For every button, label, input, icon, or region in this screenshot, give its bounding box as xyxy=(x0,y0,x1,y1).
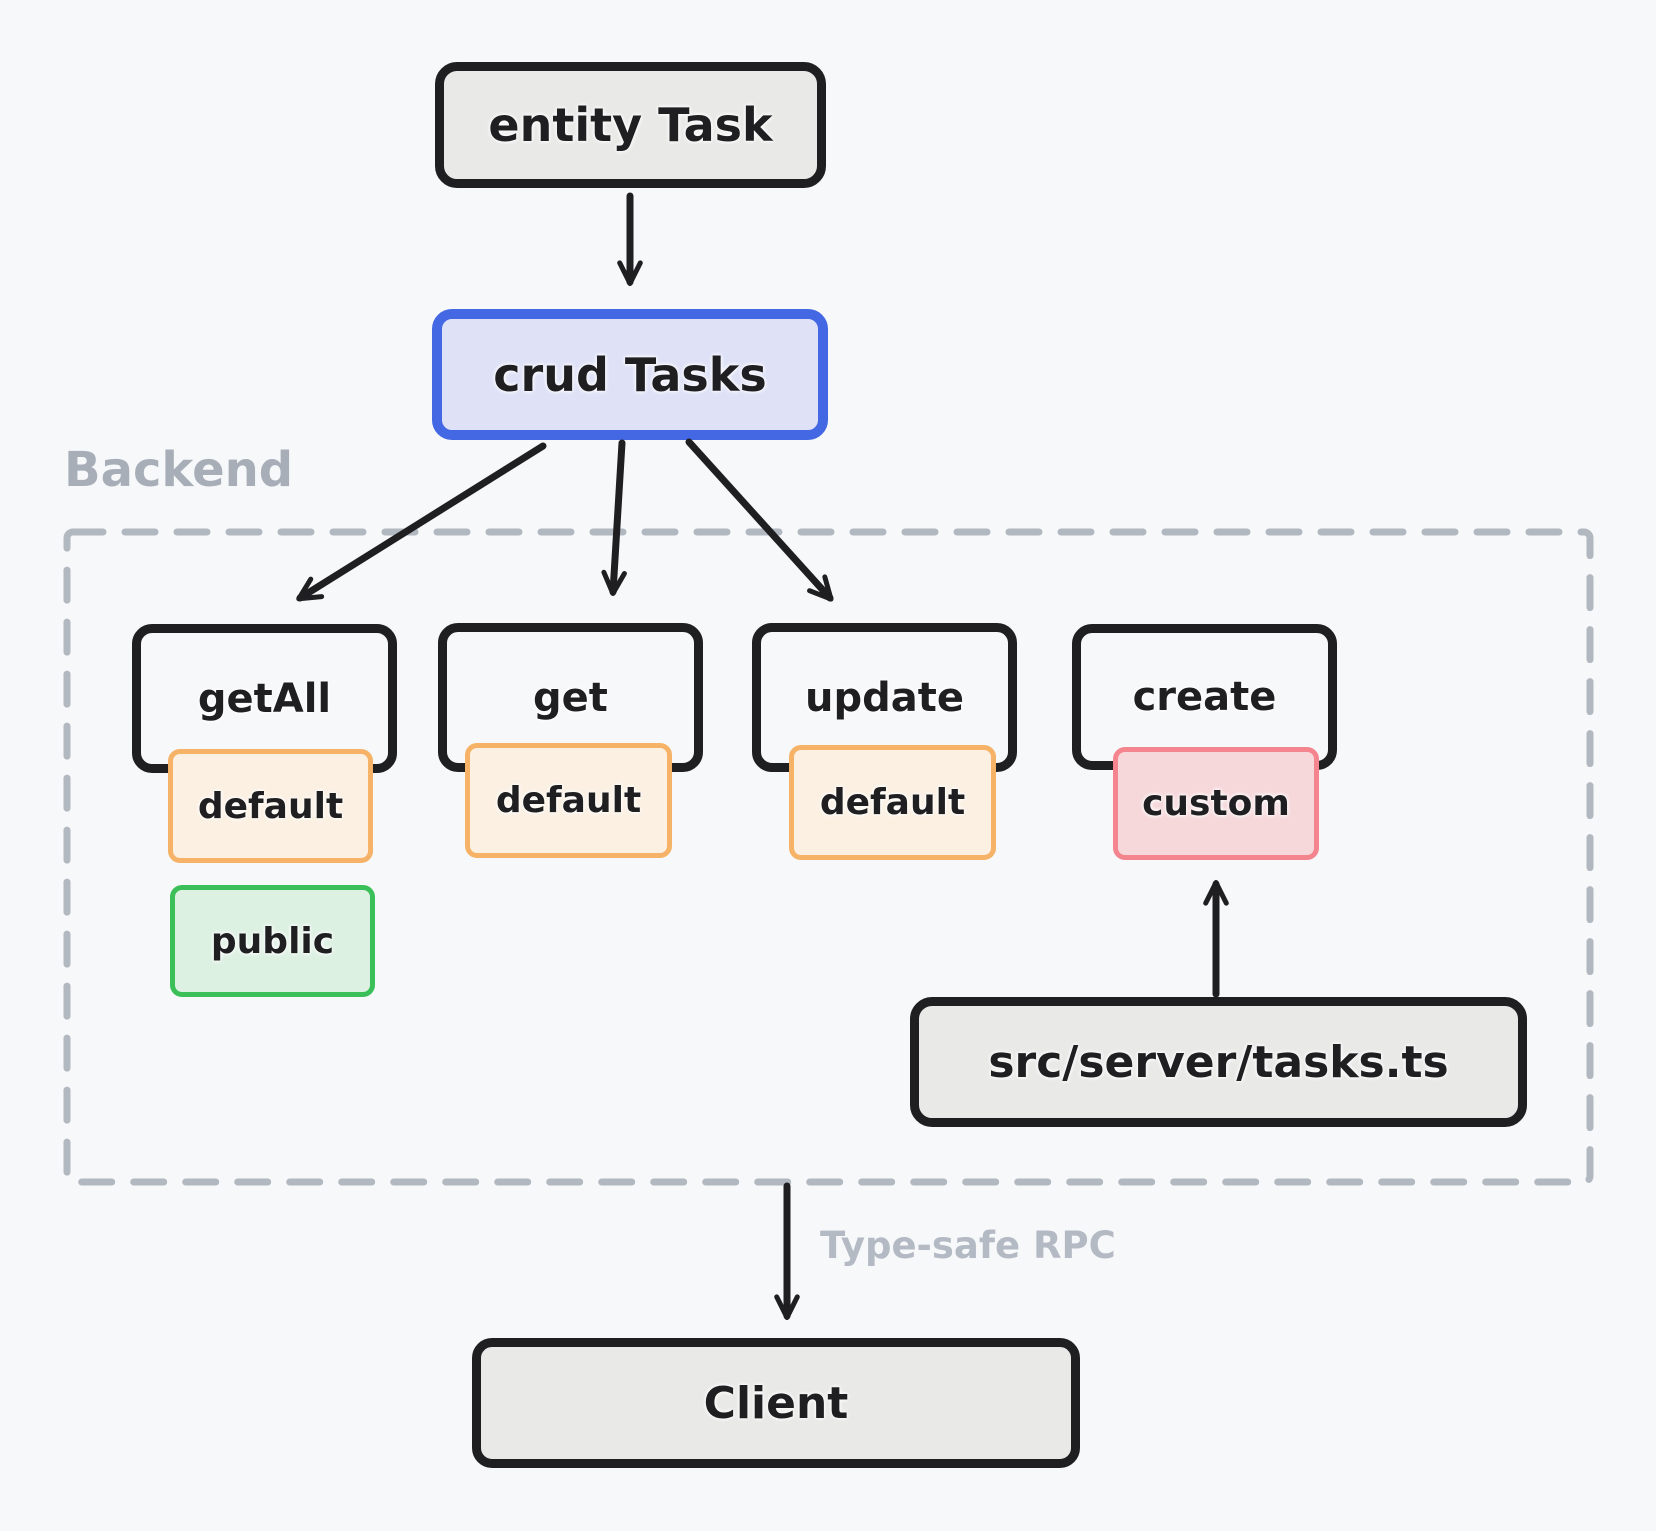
method-label-get: get xyxy=(533,674,608,721)
source-file-label: src/server/tasks.ts xyxy=(988,1036,1449,1088)
impl-badge-get-default: default xyxy=(465,743,672,858)
visibility-badge-label: public xyxy=(210,920,335,962)
method-label-getall: getAll xyxy=(197,675,332,722)
impl-badge-getall-default: default xyxy=(168,749,373,863)
arrow-crud-to-getall xyxy=(296,442,547,602)
entity-task-node: entity Task xyxy=(435,62,826,188)
crud-tasks-node: crud Tasks xyxy=(432,309,828,440)
impl-badge-label: custom xyxy=(1142,783,1290,824)
impl-badge-create-custom: custom xyxy=(1113,747,1319,860)
visibility-badge-getall-public: public xyxy=(170,885,375,997)
impl-badge-update-default: default xyxy=(789,745,996,860)
backend-region-label: Backend xyxy=(64,442,294,498)
client-node: Client xyxy=(472,1338,1080,1468)
impl-badge-label: default xyxy=(197,785,344,827)
entity-task-label: entity Task xyxy=(488,98,773,152)
arrow-crud-to-update xyxy=(685,438,834,602)
source-file-node: src/server/tasks.ts xyxy=(910,997,1527,1127)
arrow-crud-to-get xyxy=(601,439,627,596)
method-label-create: create xyxy=(1132,674,1277,720)
type-safe-rpc-label: Type-safe RPC xyxy=(820,1224,1116,1267)
impl-badge-label: default xyxy=(819,782,966,823)
client-label: Client xyxy=(703,1377,849,1429)
method-label-update: update xyxy=(805,674,964,721)
impl-badge-label: default xyxy=(495,780,642,821)
crud-tasks-label: crud Tasks xyxy=(493,347,767,402)
